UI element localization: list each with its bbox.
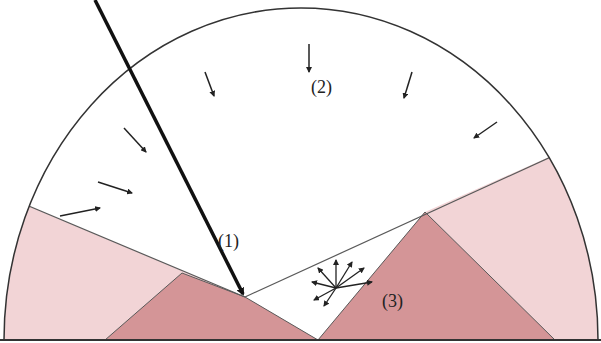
- direct-beam: [95, 0, 243, 294]
- callout-number: (3): [382, 292, 403, 310]
- ground-line: [0, 339, 601, 341]
- boundary-line: [0, 194, 245, 297]
- diffuse-arrows: [60, 44, 497, 216]
- left-slope: [0, 194, 318, 340]
- callout-number: (1): [218, 232, 239, 250]
- reflected-arrows: [312, 260, 372, 306]
- callout-number: (2): [311, 78, 332, 96]
- right-slope: [318, 134, 601, 340]
- terrain: [0, 134, 601, 340]
- right-mountain: [318, 212, 555, 340]
- boundary-line: [245, 134, 601, 297]
- dome-outline: [4, 8, 598, 340]
